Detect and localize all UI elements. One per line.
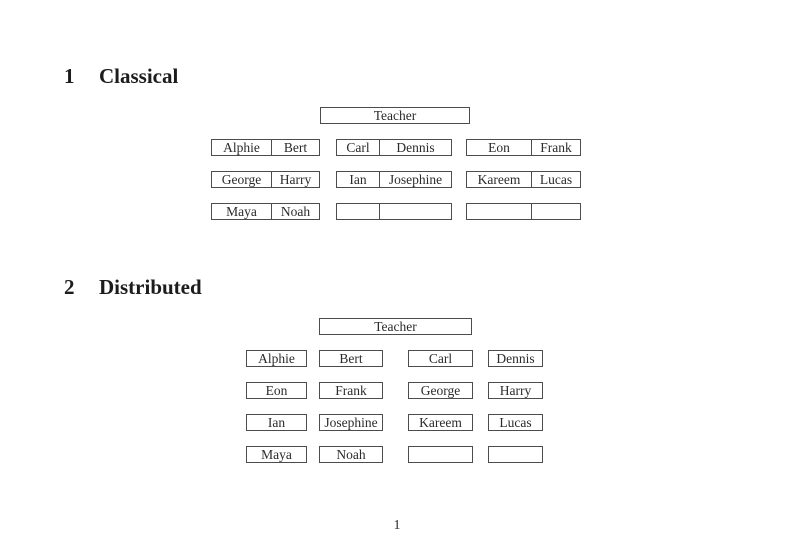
name-box: Eon [246, 382, 307, 399]
name-box: Carl [408, 350, 473, 367]
name-cell: Frank [540, 139, 572, 155]
name-box: Maya [246, 446, 307, 463]
name-cell: Dennis [396, 139, 435, 155]
name-cell: Maya [261, 446, 292, 462]
name-cell: Frank [335, 382, 367, 398]
empty-pair-box [466, 203, 581, 220]
name-box: Dennis [488, 350, 543, 367]
pair-box: Carl Dennis [336, 139, 452, 156]
name-box: Josephine [319, 414, 383, 431]
name-cell: Ian [267, 414, 286, 430]
teacher-label: Teacher [373, 107, 417, 123]
pair-box: Alphie Bert [211, 139, 320, 156]
name-cell: Dennis [496, 350, 535, 366]
pair-box: Kareem Lucas [466, 171, 581, 188]
empty-pair-box [336, 203, 452, 220]
name-cell: Carl [337, 140, 380, 155]
name-cell: Carl [428, 350, 453, 366]
section-heading-classical: 1 Classical [64, 66, 178, 87]
name-cell: Harry [499, 382, 532, 398]
pair-box: Ian Josephine [336, 171, 452, 188]
name-cell: Harry [279, 171, 312, 187]
empty-box [488, 446, 543, 463]
name-box: Lucas [488, 414, 543, 431]
empty-cell [467, 204, 532, 219]
empty-cell [337, 204, 380, 219]
empty-box [408, 446, 473, 463]
pair-box: Maya Noah [211, 203, 320, 220]
name-box: Harry [488, 382, 543, 399]
name-box: George [408, 382, 473, 399]
name-cell: Lucas [499, 414, 532, 430]
name-cell: Josephine [324, 414, 378, 430]
name-cell: George [420, 382, 461, 398]
empty-cell [532, 204, 580, 219]
name-cell: Lucas [539, 171, 573, 187]
name-cell: Alphie [258, 350, 295, 366]
section-number: 2 [64, 275, 75, 299]
teacher-label: Teacher [374, 318, 417, 334]
name-cell: Bert [283, 139, 308, 155]
name-cell: Bert [339, 350, 363, 366]
teacher-node-classical: Teacher [320, 107, 470, 124]
name-box: Noah [319, 446, 383, 463]
name-cell: Maya [212, 204, 272, 219]
name-cell: Kareem [467, 172, 532, 187]
name-cell: Ian [337, 172, 380, 187]
name-box: Alphie [246, 350, 307, 367]
name-box: Ian [246, 414, 307, 431]
empty-cell [380, 204, 451, 219]
name-cell: Noah [336, 446, 366, 462]
name-cell: Eon [265, 382, 288, 398]
section-number: 1 [64, 64, 75, 88]
name-cell: Kareem [419, 414, 462, 430]
section-heading-distributed: 2 Distributed [64, 277, 202, 298]
pair-box: George Harry [211, 171, 320, 188]
pair-box: Eon Frank [466, 139, 581, 156]
name-box: Bert [319, 350, 383, 367]
name-cell: Eon [467, 140, 532, 155]
teacher-node-distributed: Teacher [319, 318, 472, 335]
name-cell: George [212, 172, 272, 187]
section-title: Distributed [99, 275, 202, 299]
name-cell: Alphie [212, 140, 272, 155]
name-box: Kareem [408, 414, 473, 431]
page-number: 1 [393, 518, 401, 533]
name-cell: Noah [280, 203, 311, 219]
name-cell: Josephine [388, 171, 443, 187]
section-title: Classical [99, 64, 179, 88]
name-box: Frank [319, 382, 383, 399]
